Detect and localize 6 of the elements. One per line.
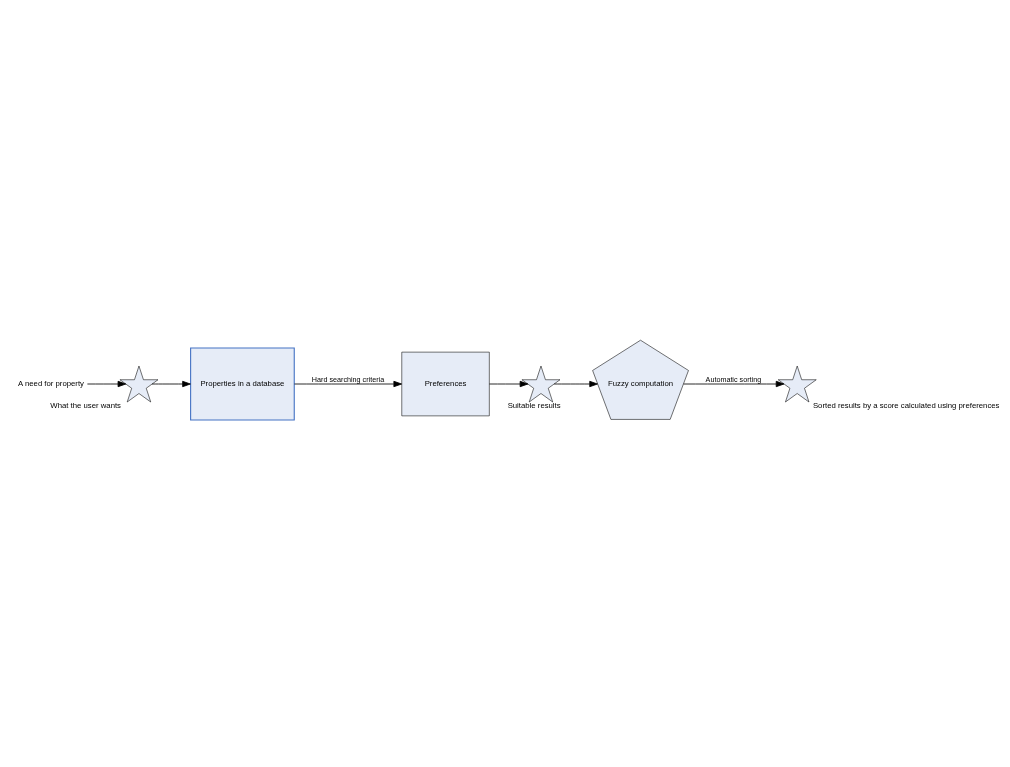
arrow xyxy=(151,380,191,387)
arrow xyxy=(553,380,598,387)
arrow xyxy=(488,380,528,387)
arrow xyxy=(682,380,784,387)
arrow xyxy=(86,380,126,387)
arrow xyxy=(293,380,402,387)
